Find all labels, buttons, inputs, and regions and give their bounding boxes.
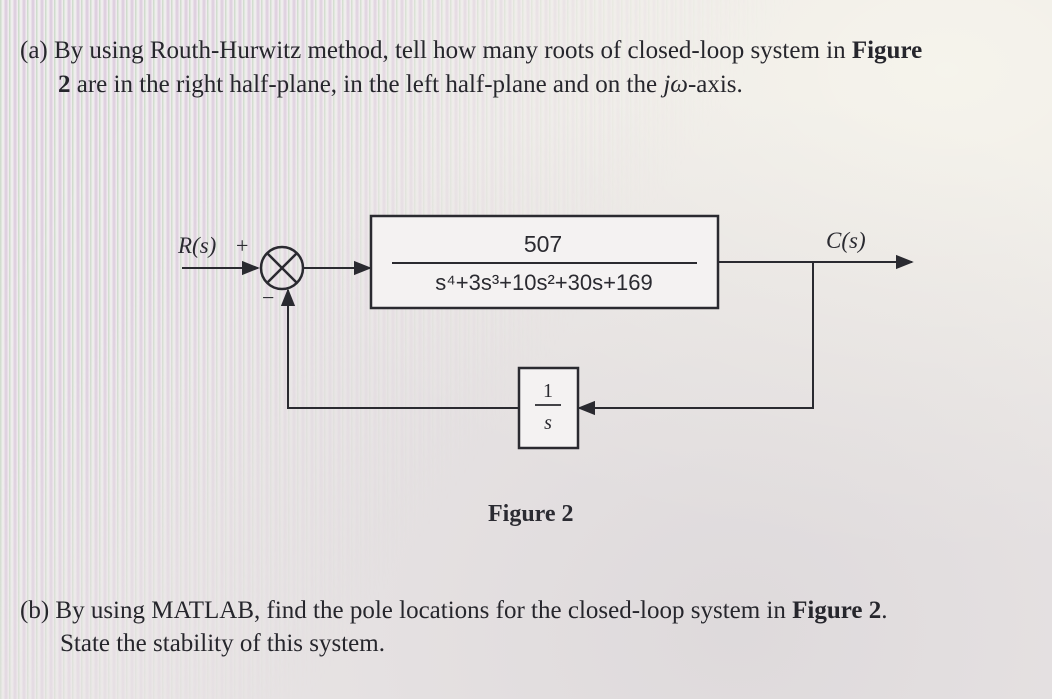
forward-numerator: 507 — [524, 231, 562, 257]
question-a-label: (a) — [20, 37, 48, 64]
summing-junction-icon — [259, 245, 305, 291]
plus-sign: + — [236, 233, 248, 258]
question-a-jw: jω — [663, 71, 688, 98]
question-b-period: . — [881, 597, 888, 624]
question-b-figure-ref: Figure 2 — [792, 597, 882, 624]
question-a-line2: 2 are in the right half-plane, in the le… — [58, 70, 743, 100]
question-a-figure-number: 2 — [58, 71, 71, 98]
feedback-denominator: s — [544, 412, 552, 434]
question-a-text: By using Routh-Hurwitz method, tell how … — [54, 37, 846, 64]
question-b-label: (b) — [20, 597, 50, 624]
figure-caption: Figure 2 — [488, 501, 574, 527]
question-a-text-cont: are in the right half-plane, in the left… — [76, 71, 658, 98]
input-label: R(s) — [177, 233, 216, 258]
output-label: C(s) — [826, 228, 866, 253]
feedback-transfer-block — [517, 366, 580, 450]
feedback-numerator: 1 — [543, 380, 553, 402]
question-a-axis: -axis. — [687, 71, 743, 98]
feedback-path-left — [280, 288, 519, 409]
minus-sign: − — [262, 285, 274, 310]
question-a-figure-ref: Figure — [851, 37, 923, 64]
question-b-line2: State the stability of this system. — [60, 629, 385, 659]
forward-denominator: s⁴+3s³+10s²+30s+169 — [435, 270, 652, 295]
question-b-text-cont: State the stability of this system. — [60, 630, 385, 657]
question-b-text: By using MATLAB, find the pole locations… — [55, 597, 786, 624]
feedback-path-right — [577, 262, 814, 416]
question-b-line1: (b) By using MATLAB, find the pole locat… — [20, 596, 888, 626]
question-a-line1: (a) By using Routh-Hurwitz method, tell … — [20, 36, 922, 66]
